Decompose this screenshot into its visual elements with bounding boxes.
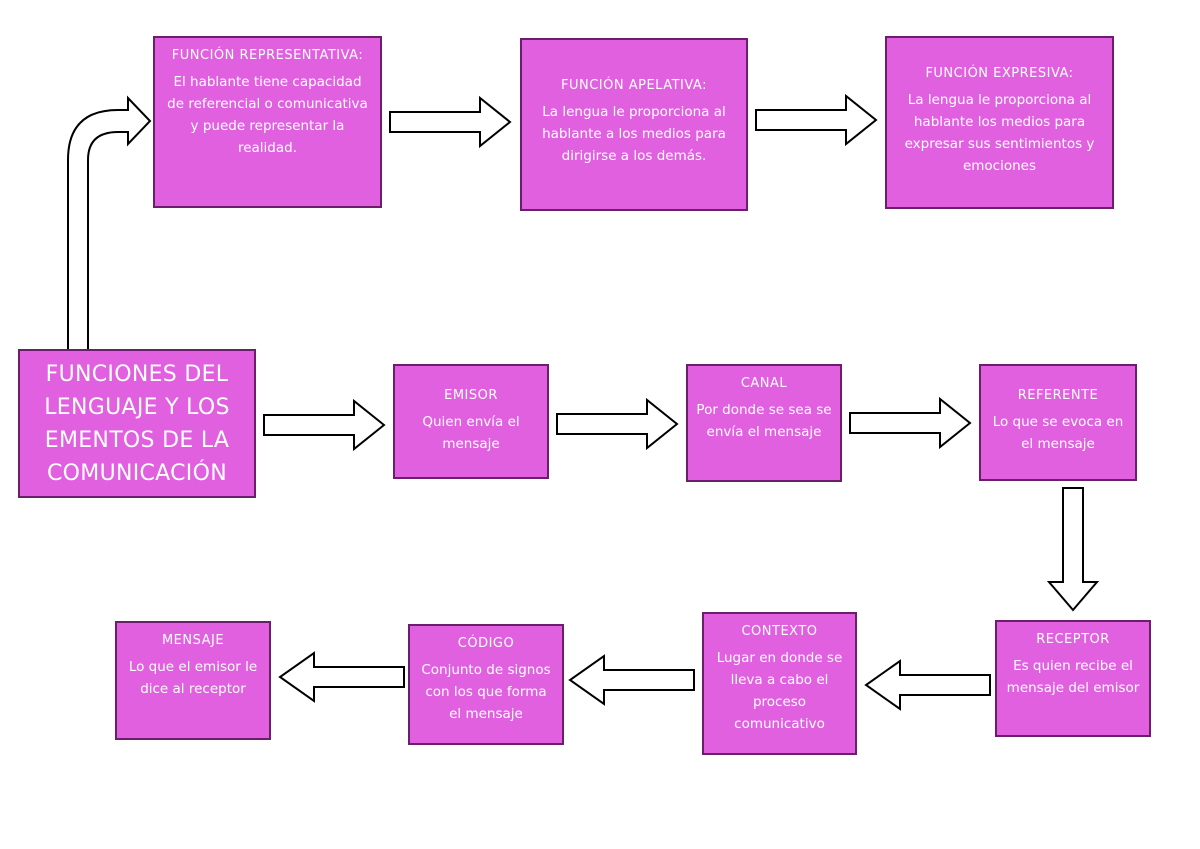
element-description: Lo que se evoca en el mensaje bbox=[992, 414, 1124, 452]
function-description: El hablante tiene capacidad de referenci… bbox=[167, 74, 368, 156]
element-title: RECEPTOR bbox=[1036, 632, 1110, 647]
element-description: Por donde se sea se envía el mensaje bbox=[696, 402, 832, 440]
element-title: CANAL bbox=[740, 376, 788, 391]
element-description: Lo que el emisor le dice al receptor bbox=[128, 659, 258, 697]
main-topic-title: FUNCIONES DEL LENGUAJE Y LOS EMENTOS DE … bbox=[44, 361, 230, 486]
curved-arrow-up-right bbox=[67, 95, 152, 351]
function-representativa-box: FUNCIÓN REPRESENTATIVA: El hablante tien… bbox=[153, 36, 382, 208]
element-canal-box: CANAL Por donde se sea se envía el mensa… bbox=[686, 364, 842, 482]
function-expresiva-box: FUNCIÓN EXPRESIVA: La lengua le proporci… bbox=[885, 36, 1114, 209]
element-title: REFERENTE bbox=[1017, 388, 1099, 403]
element-title: MENSAJE bbox=[161, 633, 225, 648]
function-title: FUNCIÓN EXPRESIVA: bbox=[925, 66, 1074, 81]
element-description: Es quien recibe el mensaje del emisor bbox=[1006, 658, 1140, 696]
function-description: La lengua le proporciona al hablante a l… bbox=[542, 104, 726, 164]
function-description: La lengua le proporciona al hablante los… bbox=[904, 92, 1095, 174]
element-title: CONTEXTO bbox=[741, 624, 818, 639]
arrow-right-3 bbox=[263, 398, 386, 452]
arrow-right-2 bbox=[755, 93, 878, 147]
arrow-left-3 bbox=[278, 651, 405, 703]
element-title: CÓDIGO bbox=[457, 636, 515, 651]
element-receptor-box: RECEPTOR Es quien recibe el mensaje del … bbox=[995, 620, 1151, 737]
element-referente-box: REFERENTE Lo que se evoca en el mensaje bbox=[979, 364, 1137, 481]
element-codigo-box: CÓDIGO Conjunto de signos con los que fo… bbox=[408, 624, 564, 745]
function-apelativa-box: FUNCIÓN APELATIVA: La lengua le proporci… bbox=[520, 38, 748, 211]
element-mensaje-box: MENSAJE Lo que el emisor le dice al rece… bbox=[115, 621, 271, 740]
arrow-left-1 bbox=[864, 659, 991, 711]
element-emisor-box: EMISOR Quien envía el mensaje bbox=[393, 364, 549, 479]
element-description: Quien envía el mensaje bbox=[422, 414, 520, 452]
function-title: FUNCIÓN APELATIVA: bbox=[561, 78, 707, 93]
element-contexto-box: CONTEXTO Lugar en donde se lleva a cabo … bbox=[702, 612, 857, 755]
arrow-right-5 bbox=[849, 396, 972, 450]
arrow-right-1 bbox=[389, 95, 512, 149]
arrow-right-4 bbox=[556, 397, 679, 451]
main-topic-box: FUNCIONES DEL LENGUAJE Y LOS EMENTOS DE … bbox=[18, 349, 256, 498]
arrow-left-2 bbox=[568, 654, 695, 706]
element-description: Lugar en donde se lleva a cabo el proces… bbox=[716, 650, 843, 732]
element-title: EMISOR bbox=[444, 388, 498, 403]
arrow-down bbox=[1046, 487, 1100, 612]
element-description: Conjunto de signos con los que forma el … bbox=[421, 662, 551, 722]
function-title: FUNCIÓN REPRESENTATIVA: bbox=[171, 48, 364, 63]
